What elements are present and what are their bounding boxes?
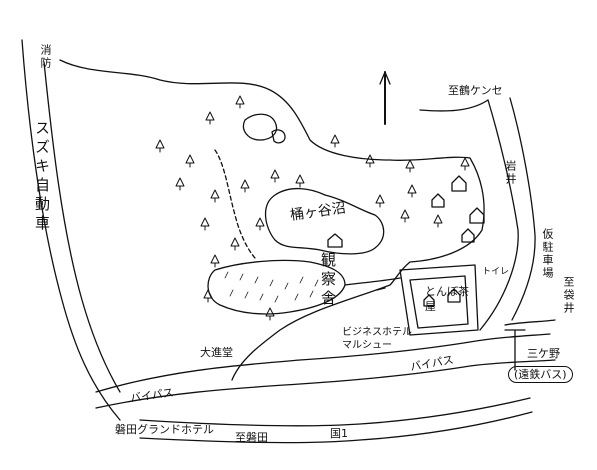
house-icon [327, 175, 485, 307]
mikano-label: 三ケ野 [527, 347, 560, 360]
route-1-lower [139, 411, 533, 444]
route1-label: 国1 [330, 427, 348, 440]
to-fukuroi-label: 至袋井 [562, 276, 575, 315]
okegaya-pond [264, 187, 385, 255]
walking-trail [214, 149, 256, 259]
to-iwata-label: 至磐田 [235, 431, 268, 444]
parking-label: 仮駐車場 [541, 228, 554, 280]
tsuru-kensetsu-label: 至鶴ケンセ [448, 84, 503, 97]
fire-station-label: 消防 [39, 44, 52, 70]
route-1-upper [139, 397, 531, 427]
business-hotel-label: ビジネスホテル マルシュー [342, 327, 412, 351]
bypass-upper [95, 333, 551, 393]
path-to-teahouse [344, 277, 401, 286]
teahouse-inner [409, 275, 469, 329]
toilet-label: トイレ [482, 267, 510, 277]
observation-house-label: 観察舎 [319, 252, 337, 309]
right-road-2 [509, 97, 536, 321]
daishindo-label: 大進堂 [200, 346, 233, 359]
teahouse-block [399, 264, 479, 336]
top-bend-road [419, 99, 489, 112]
suzuki-road-outer [21, 39, 121, 421]
suzuki-road-inner [43, 61, 121, 393]
small-pond-2 [271, 129, 286, 144]
mikano-road [504, 319, 556, 326]
tombo-teahouse-label: とんぼ茶屋 [425, 285, 469, 313]
suzuki-car-label: スズキ自動車 [33, 120, 51, 234]
entetsu-bus-label: (遠鉄バス) [508, 366, 573, 383]
trail-arrow [376, 287, 386, 291]
park-boundary [59, 59, 485, 381]
iwai-label: 岩井 [504, 160, 517, 186]
bypass-lower [95, 359, 556, 409]
bus-stop-icon [504, 329, 526, 371]
north-arrow-icon [379, 71, 391, 125]
right-road-1 [479, 99, 519, 331]
observation-field [207, 259, 346, 315]
iwata-grand-hotel-label: 磐田グランドホテル [115, 423, 214, 436]
small-pond [242, 113, 278, 141]
tree-icon [155, 95, 470, 321]
field-hatching [224, 271, 319, 303]
